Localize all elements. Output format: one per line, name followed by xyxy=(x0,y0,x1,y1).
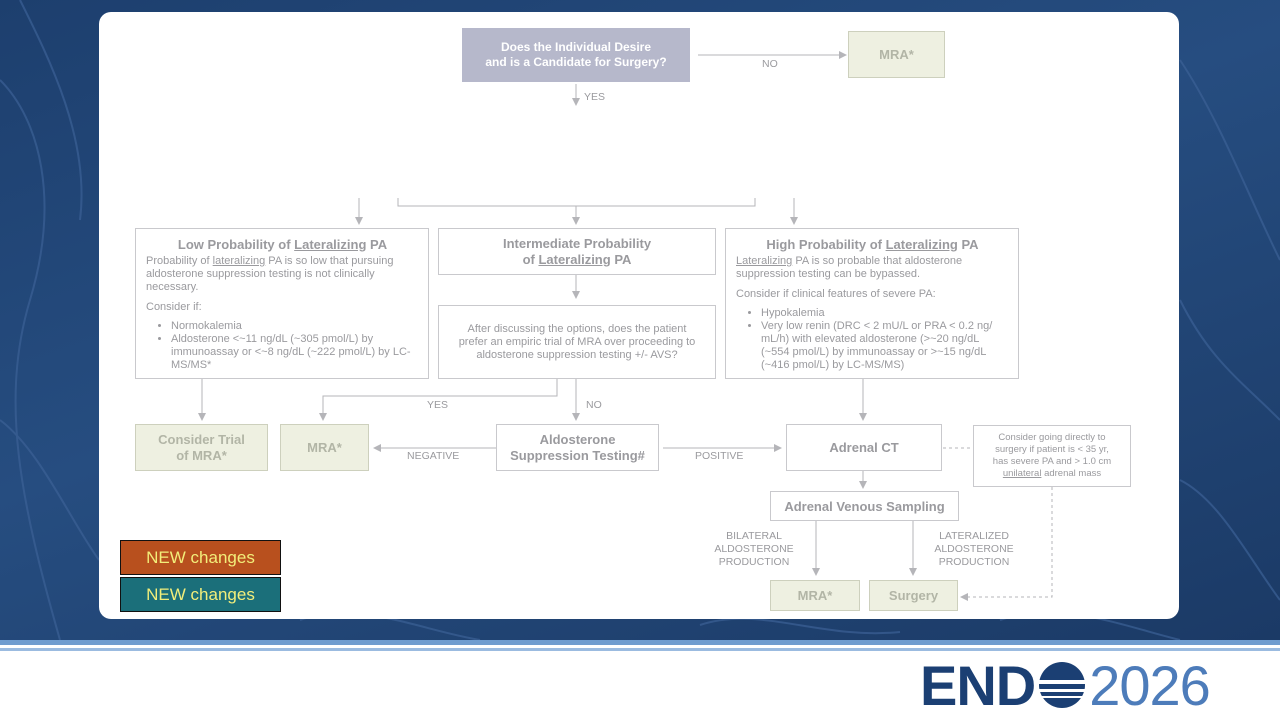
negative-label: NEGATIVE xyxy=(407,450,460,462)
high-description: Lateralizing PA is so probable that aldo… xyxy=(736,255,963,280)
surgery-box: Surgery xyxy=(869,580,958,611)
high-criterion: Hypokalemia xyxy=(761,307,1009,320)
low-criteria-list: Normokalemia Aldosterone <~11 ng/dL (~30… xyxy=(146,320,419,372)
low-title: Low Probability of Lateralizing PA xyxy=(177,237,388,252)
low-criterion: Aldosterone <~11 ng/dL (~305 pmol/L) by … xyxy=(171,333,419,372)
adrenal-ct-box: Adrenal CT xyxy=(786,424,942,471)
no-top-label: NO xyxy=(762,58,778,70)
mra-mid-box: MRA* xyxy=(280,424,369,471)
low-criterion: Normokalemia xyxy=(171,320,419,333)
branch-bracket xyxy=(397,198,756,207)
logo-end-text: END xyxy=(920,653,1036,717)
footer-stripe xyxy=(0,645,1280,648)
intermediate-line1: Intermediate Probability xyxy=(502,235,652,251)
new-changes-orange: NEW changes xyxy=(120,540,281,575)
dashed-to-surgery xyxy=(960,487,1053,601)
logo-year-text: 2026 xyxy=(1089,653,1211,717)
high-title: High Probability of Lateralizing PA xyxy=(766,237,979,252)
new-changes-teal: NEW changes xyxy=(120,577,281,612)
high-probability-box: High Probability of Lateralizing PA Late… xyxy=(725,228,1019,379)
low-probability-box: Low Probability of Lateralizing PA Proba… xyxy=(135,228,429,379)
yes-mid-label: YES xyxy=(427,399,449,411)
mra-mid-label: MRA* xyxy=(307,440,342,455)
question-line1: Does the Individual Desire xyxy=(500,40,652,54)
mra-top-label: MRA* xyxy=(879,47,914,62)
intermediate-line2: of Lateralizing PA xyxy=(522,251,632,267)
adrenal-venous-sampling-box: Adrenal Venous Sampling xyxy=(770,491,959,521)
footer-stripe xyxy=(0,648,1280,651)
patient-preference-question: After discussing the options, does the p… xyxy=(438,305,716,379)
low-description: Probability of lateralizing PA is so low… xyxy=(146,255,394,293)
positive-label: POSITIVE xyxy=(695,450,744,462)
globe-icon xyxy=(1039,662,1086,708)
arrow-yes-mid xyxy=(319,379,558,421)
no-mid-label: NO xyxy=(586,399,602,411)
high-consider: Consider if clinical features of severe … xyxy=(736,288,936,300)
footer-stripe xyxy=(0,640,1280,645)
high-criteria-list: Hypokalemia Very low renin (DRC < 2 mU/L… xyxy=(736,307,1009,372)
low-consider: Consider if: xyxy=(146,301,202,313)
mra-top-box: MRA* xyxy=(848,31,945,78)
yes-top-label: YES xyxy=(584,91,606,103)
question-line2: and is a Candidate for Surgery? xyxy=(485,55,667,69)
high-criterion: Very low renin (DRC < 2 mU/L or PRA < 0.… xyxy=(761,320,1009,372)
mra-bottom-box: MRA* xyxy=(770,580,860,611)
endo-2026-logo: END 2026 xyxy=(920,654,1211,717)
